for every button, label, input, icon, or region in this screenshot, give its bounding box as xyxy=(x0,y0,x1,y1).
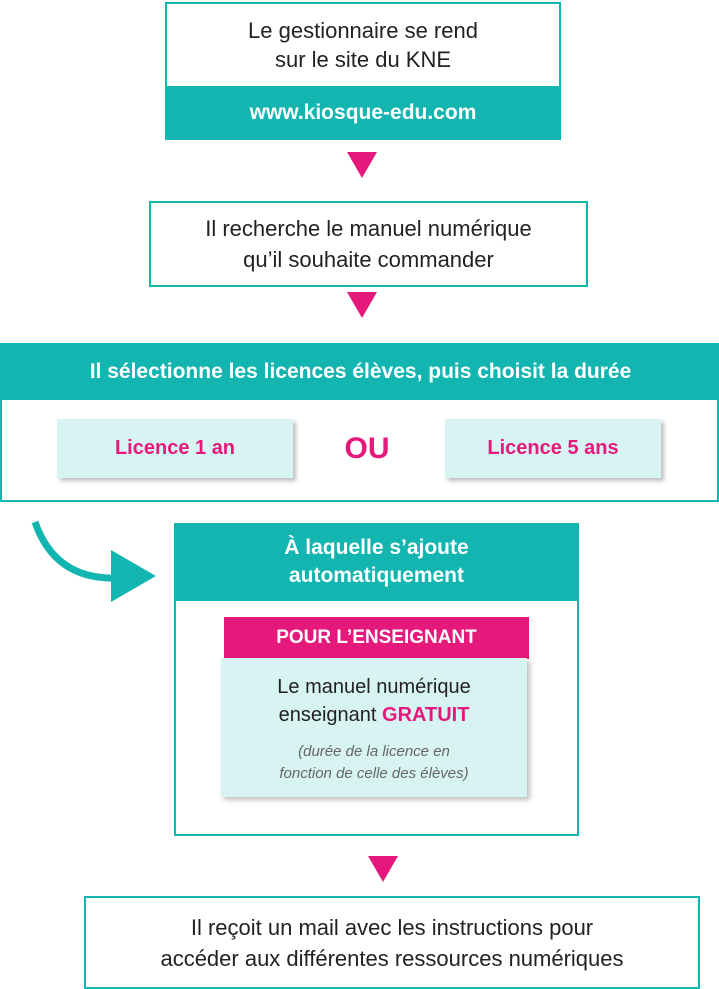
step1-text-line2: sur le site du KNE xyxy=(274,47,452,72)
teacher-manual-text: Le manuel numérique enseignant GRATUIT xyxy=(221,672,527,730)
licence-duration-note: (durée de la licence en fonction de cell… xyxy=(221,740,527,786)
curved-arrow-icon xyxy=(31,520,156,602)
step1-text: Le gestionnaire se rend sur le site du K… xyxy=(167,4,559,86)
teacher-manual-line1: Le manuel numérique xyxy=(277,676,471,698)
step3-box: Il sélectionne les licences élèves, puis… xyxy=(0,343,719,502)
note-line1: (durée de la licence en xyxy=(298,743,450,760)
licence-1-an-option: Licence 1 an xyxy=(57,419,293,478)
pour-enseignant-label: POUR L’ENSEIGNANT xyxy=(276,627,477,648)
licence-5-ans-label: Licence 5 ans xyxy=(487,437,619,459)
step4-header: À laquelle s’ajoute automatiquement xyxy=(174,523,579,601)
step4-box: À laquelle s’ajoute automatiquement POUR… xyxy=(174,523,579,836)
step2-text-line2: qu’il souhaite commander xyxy=(243,247,494,272)
teacher-manual-line2: enseignant GRATUIT xyxy=(279,701,470,729)
down-arrow-icon xyxy=(347,292,377,318)
down-arrow-icon xyxy=(368,856,398,882)
step4-header-line1: À laquelle s’ajoute xyxy=(284,536,469,559)
down-arrow-icon xyxy=(347,152,377,178)
step1-url-band: www.kiosque-edu.com xyxy=(165,86,561,140)
licence-1-an-label: Licence 1 an xyxy=(114,437,236,459)
teacher-manual-card: Le manuel numérique enseignant GRATUIT (… xyxy=(221,658,527,797)
step4-header-line2: automatiquement xyxy=(288,564,464,587)
step1-box: Le gestionnaire se rend sur le site du K… xyxy=(165,2,561,140)
step3-header: Il sélectionne les licences élèves, puis… xyxy=(0,343,719,400)
ou-text: OU xyxy=(344,432,390,465)
teacher-manual-line2-prefix: enseignant xyxy=(278,704,377,726)
step3-header-text: Il sélectionne les licences élèves, puis… xyxy=(89,359,632,383)
ou-separator: OU xyxy=(322,429,412,469)
step5-text-line2: accéder aux différentes ressources numér… xyxy=(160,945,624,971)
licence-5-ans-option: Licence 5 ans xyxy=(445,419,661,478)
step2-box: Il recherche le manuel numérique qu’il s… xyxy=(149,201,588,287)
gratuit-highlight: GRATUIT xyxy=(382,704,470,726)
step5-text-line1: Il reçoit un mail avec les instructions … xyxy=(190,914,594,940)
step1-url: www.kiosque-edu.com xyxy=(249,101,477,124)
step5-box: Il reçoit un mail avec les instructions … xyxy=(84,896,700,989)
note-line2: fonction de celle des élèves) xyxy=(279,765,469,782)
step2-text-line1: Il recherche le manuel numérique xyxy=(205,216,532,241)
pour-enseignant-tag: POUR L’ENSEIGNANT xyxy=(224,617,529,659)
step1-text-line1: Le gestionnaire se rend xyxy=(248,18,478,43)
